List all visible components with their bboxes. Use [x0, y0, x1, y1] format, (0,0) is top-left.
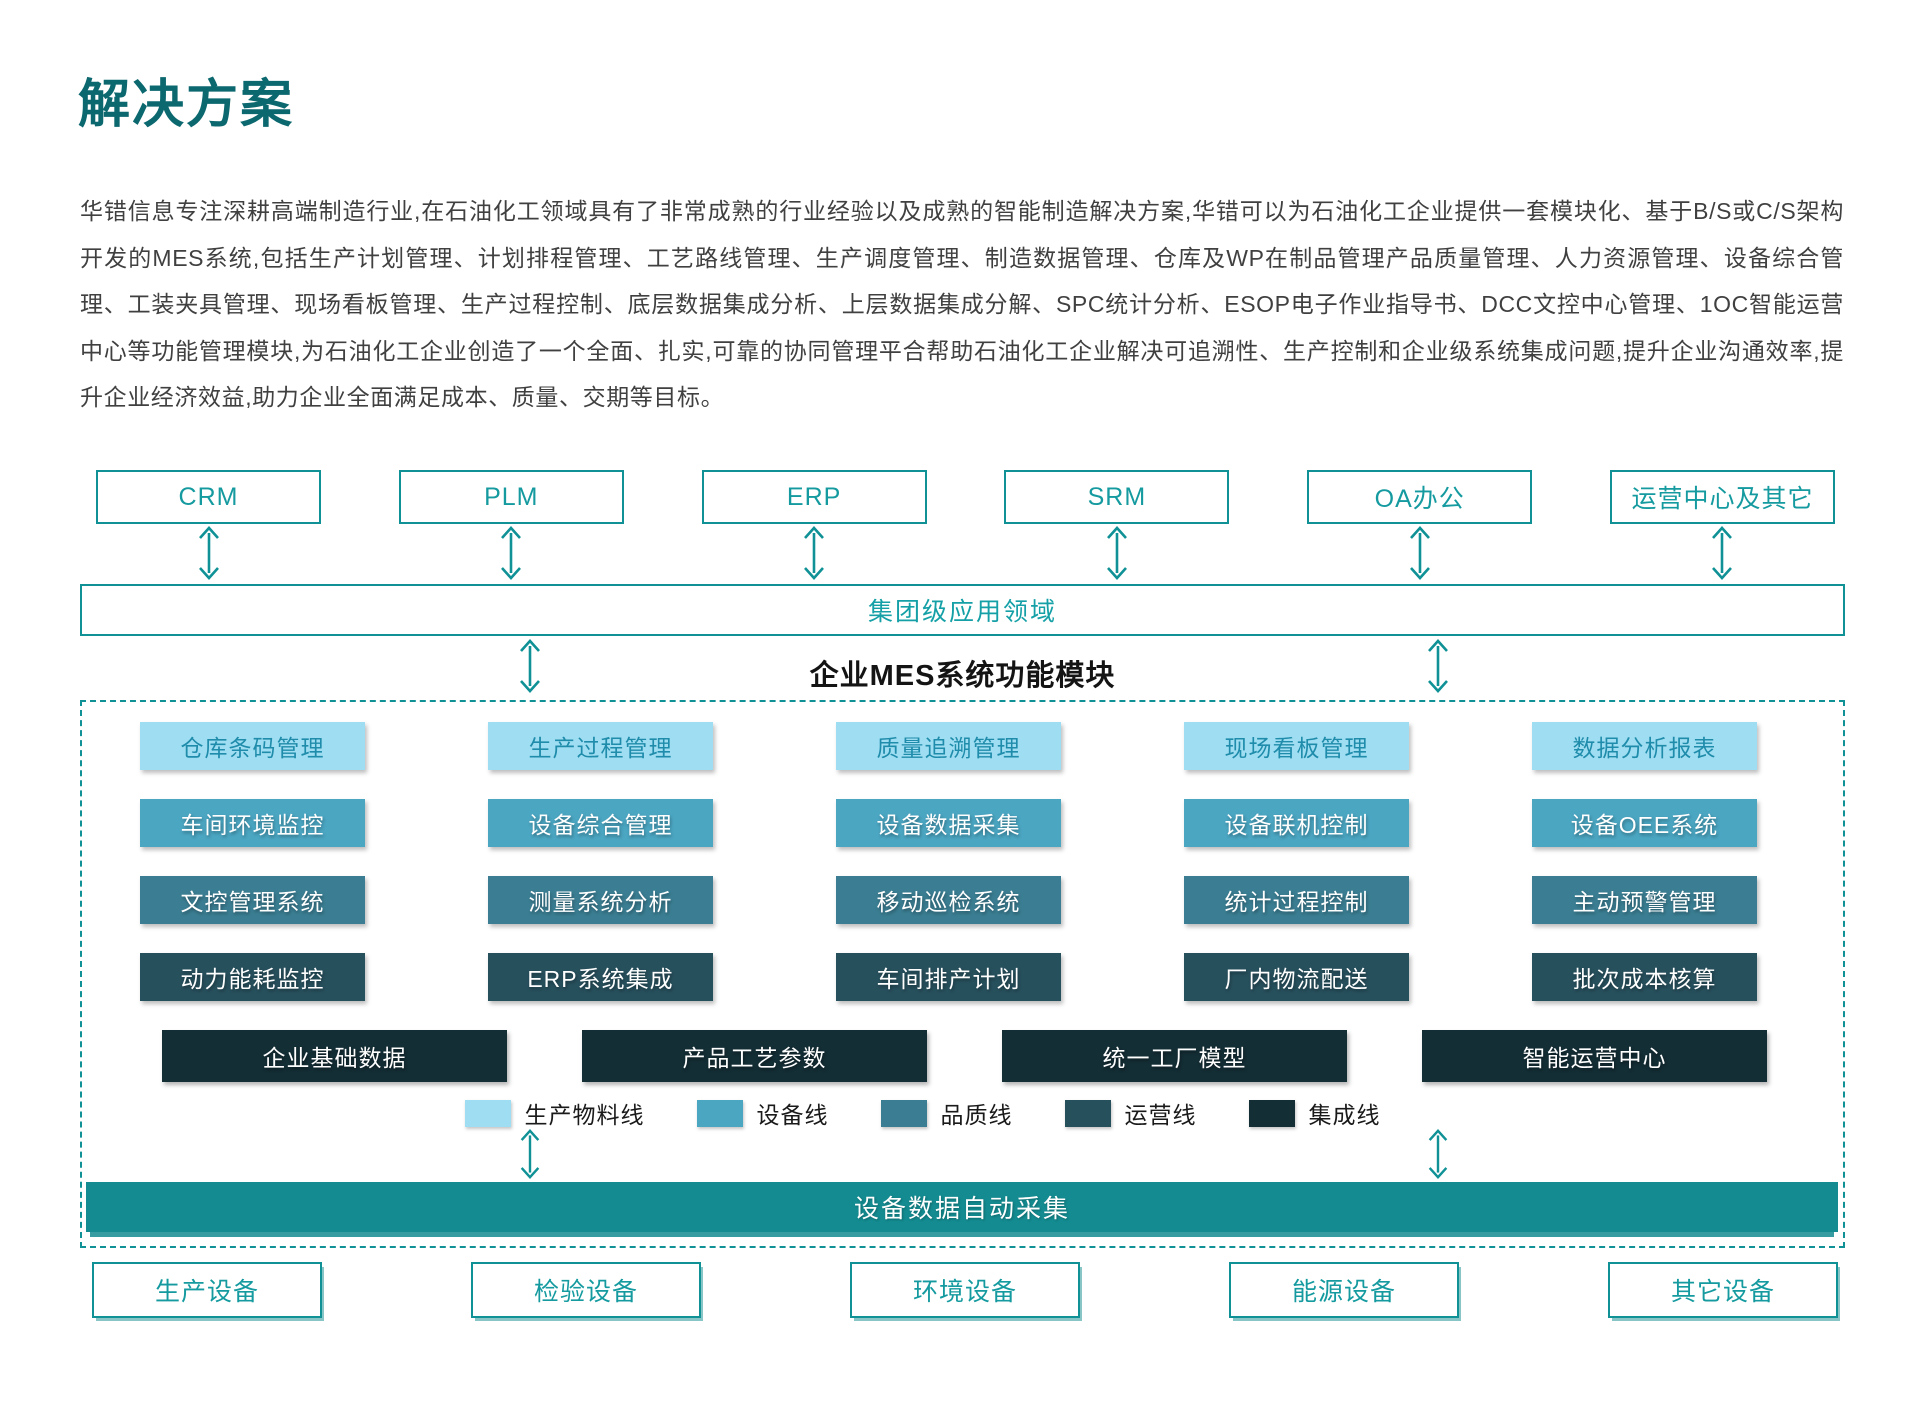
- legend-item-quality: 品质线: [880, 1096, 1013, 1130]
- system-box-srm: SRM: [1004, 470, 1230, 524]
- double-arrow-icon: [1409, 526, 1430, 580]
- top-systems-row: CRM PLM ERP SRM OA办公 运营中心及其它: [96, 470, 1835, 524]
- legend: 生产物料线 设备线 品质线 运营线 集成线: [80, 1098, 1765, 1128]
- double-arrow-icon: [1712, 526, 1733, 580]
- legend-swatch-integration: [1248, 1099, 1295, 1127]
- system-box-operation-center: 运营中心及其它: [1609, 470, 1835, 524]
- module-box-r1c2: 生产过程管理: [488, 722, 713, 770]
- system-box-oa: OA办公: [1307, 470, 1533, 524]
- module-box-r3c5: 主动预警管理: [1532, 876, 1757, 924]
- legend-swatch-quality: [880, 1099, 927, 1127]
- legend-label: 品质线: [940, 1102, 1013, 1128]
- top-arrows-row: [96, 524, 1835, 582]
- module-box-r3c3: 移动巡检系统: [836, 876, 1061, 924]
- double-arrow-icon: [1428, 1128, 1448, 1180]
- module-box-r4c5: 批次成本核算: [1532, 953, 1757, 1001]
- module-box-r2c2: 设备综合管理: [488, 799, 713, 847]
- module-box-r2c4: 设备联机控制: [1184, 799, 1409, 847]
- legend-label: 运营线: [1124, 1102, 1197, 1128]
- legend-item-material: 生产物料线: [464, 1096, 645, 1130]
- legend-item-operation: 运营线: [1064, 1096, 1197, 1130]
- module-row-quality: 文控管理系统 测量系统分析 移动巡检系统 统计过程控制 主动预警管理: [140, 876, 1757, 924]
- mes-module-title: 企业MES系统功能模块: [809, 660, 1116, 692]
- double-arrow-icon: [804, 526, 825, 580]
- legend-swatch-equipment: [696, 1099, 743, 1127]
- double-arrow-icon: [198, 526, 219, 580]
- device-box-energy: 能源设备: [1229, 1262, 1459, 1318]
- page-title: 解决方案: [78, 76, 295, 134]
- legend-swatch-material: [464, 1099, 511, 1127]
- module-box-r3c4: 统计过程控制: [1184, 876, 1409, 924]
- device-box-environment: 环境设备: [850, 1262, 1080, 1318]
- double-arrow-icon: [1106, 526, 1127, 580]
- device-box-production: 生产设备: [92, 1262, 322, 1318]
- module-box-r2c5: 设备OEE系统: [1532, 799, 1757, 847]
- device-box-inspection: 检验设备: [471, 1262, 701, 1318]
- system-box-erp: ERP: [701, 470, 927, 524]
- system-box-plm: PLM: [398, 470, 624, 524]
- module-row-integration: 企业基础数据 产品工艺参数 统一工厂模型 智能运营中心: [162, 1030, 1767, 1082]
- module-box-r4c3: 车间排产计划: [836, 953, 1061, 1001]
- integration-box-base-data: 企业基础数据: [162, 1030, 507, 1082]
- module-box-r4c4: 厂内物流配送: [1184, 953, 1409, 1001]
- module-row-operation: 动力能耗监控 ERP系统集成 车间排产计划 厂内物流配送 批次成本核算: [140, 953, 1757, 1001]
- device-data-collection-bar: 设备数据自动采集: [86, 1182, 1838, 1232]
- module-box-r1c5: 数据分析报表: [1532, 722, 1757, 770]
- integration-box-smart-operation: 智能运营中心: [1422, 1030, 1767, 1082]
- legend-label: 集成线: [1308, 1102, 1381, 1128]
- double-arrow-icon: [520, 639, 540, 693]
- legend-item-equipment: 设备线: [696, 1096, 829, 1130]
- module-box-r1c1: 仓库条码管理: [140, 722, 365, 770]
- double-arrow-icon: [520, 1128, 540, 1180]
- module-box-r3c2: 测量系统分析: [488, 876, 713, 924]
- device-box-other: 其它设备: [1608, 1262, 1838, 1318]
- system-box-crm: CRM: [96, 470, 321, 524]
- legend-item-integration: 集成线: [1248, 1096, 1381, 1130]
- intro-paragraph: 华错信息专注深耕高端制造行业,在石油化工领域具有了非常成熟的行业经验以及成熟的智…: [80, 198, 1844, 410]
- module-box-r1c4: 现场看板管理: [1184, 722, 1409, 770]
- module-box-r2c3: 设备数据采集: [836, 799, 1061, 847]
- legend-label: 生产物料线: [524, 1102, 645, 1128]
- double-arrow-icon: [1428, 639, 1448, 693]
- integration-box-factory-model: 统一工厂模型: [1002, 1030, 1347, 1082]
- integration-box-process-params: 产品工艺参数: [582, 1030, 927, 1082]
- module-box-r3c1: 文控管理系统: [140, 876, 365, 924]
- mes-dashed-container: [80, 700, 1845, 1248]
- module-box-r4c1: 动力能耗监控: [140, 953, 365, 1001]
- legend-label: 设备线: [756, 1102, 829, 1128]
- module-box-r1c3: 质量追溯管理: [836, 722, 1061, 770]
- module-row-equipment: 车间环境监控 设备综合管理 设备数据采集 设备联机控制 设备OEE系统: [140, 799, 1757, 847]
- double-arrow-icon: [501, 526, 522, 580]
- device-row: 生产设备 检验设备 环境设备 能源设备 其它设备: [92, 1262, 1838, 1318]
- module-box-r2c1: 车间环境监控: [140, 799, 365, 847]
- group-application-band: 集团级应用领域: [80, 584, 1845, 636]
- module-box-r4c2: ERP系统集成: [488, 953, 713, 1001]
- module-row-material: 仓库条码管理 生产过程管理 质量追溯管理 现场看板管理 数据分析报表: [140, 722, 1757, 770]
- legend-swatch-operation: [1064, 1099, 1111, 1127]
